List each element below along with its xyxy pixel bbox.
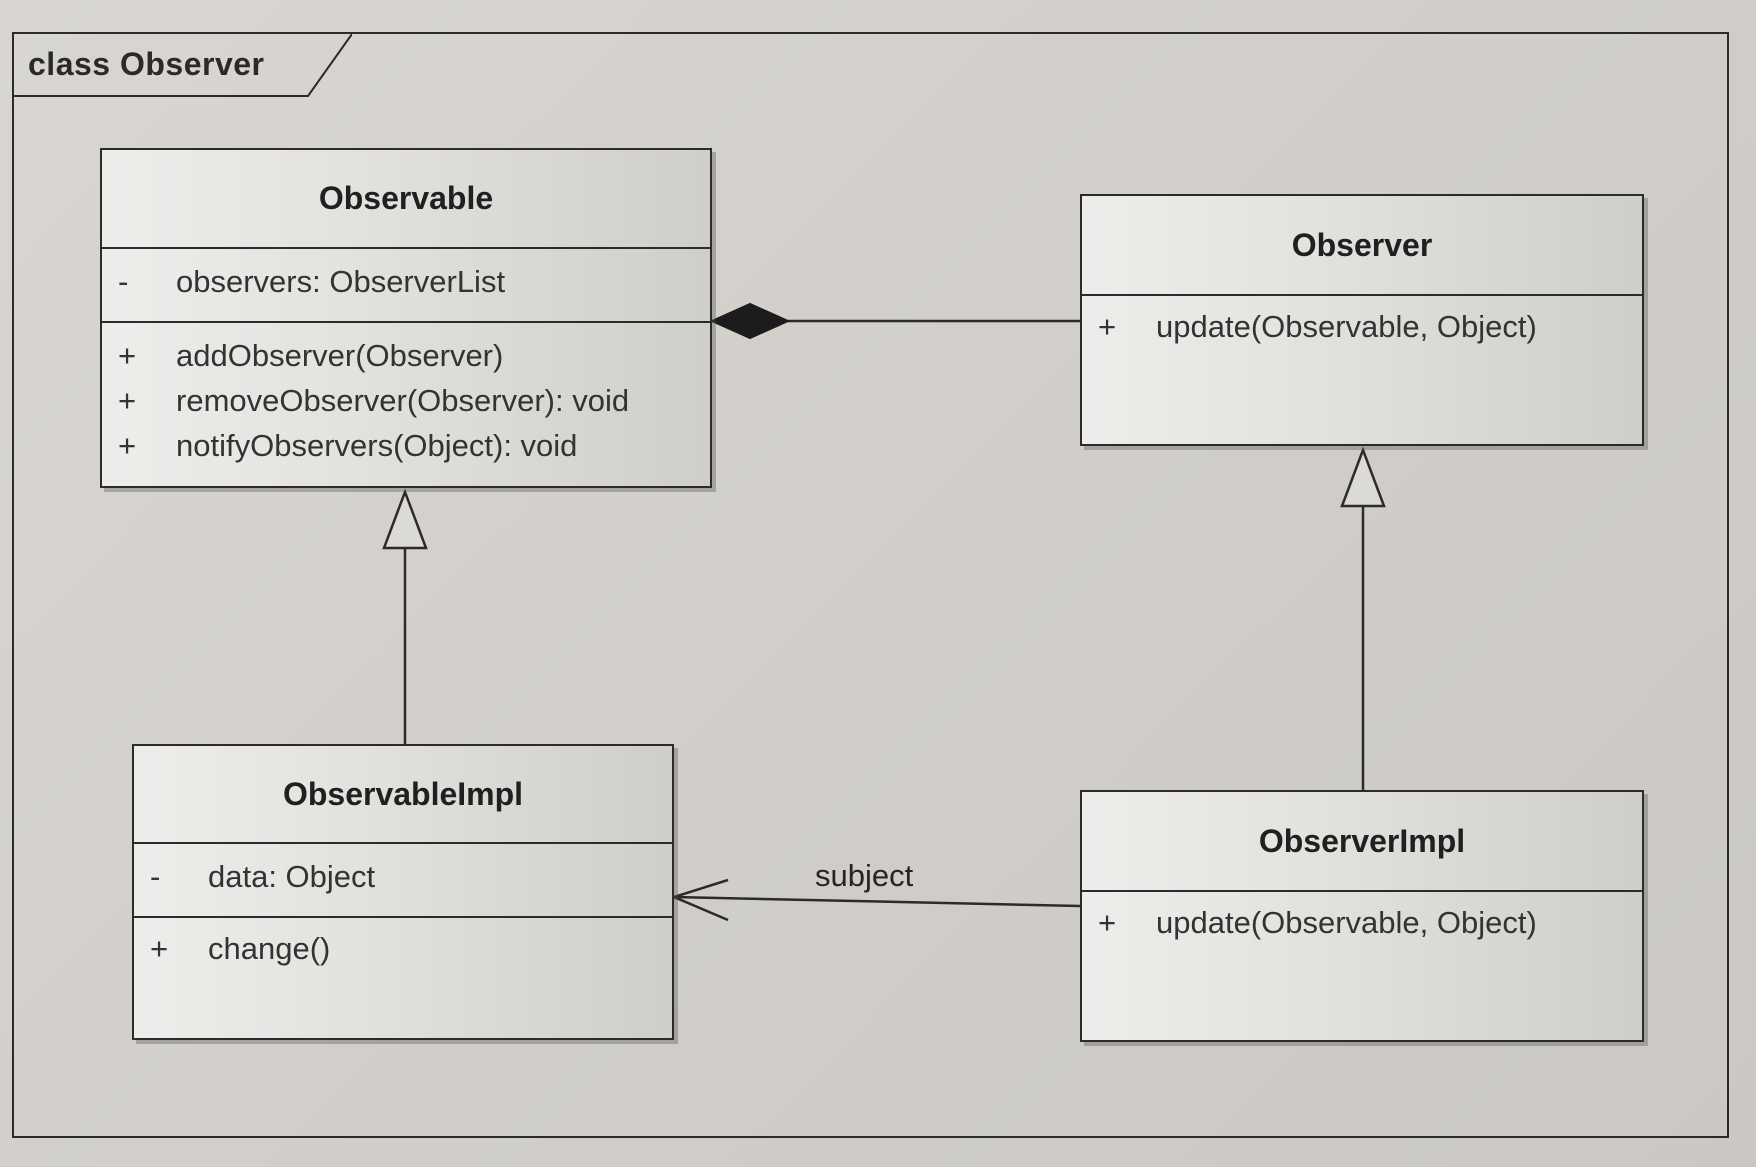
operation: + change() [134,926,672,971]
association-arrowhead [670,878,729,922]
frame-title: class Observer [28,46,265,82]
class-observable-impl: ObservableImpl - data: Object + change() [132,744,674,1040]
attribute: - observers: ObserverList [102,259,710,304]
visibility-marker: + [150,930,169,966]
composition-diamond [709,302,791,340]
visibility-marker: + [118,337,137,373]
class-observer-impl: ObserverImpl + update(Observable, Object… [1080,790,1644,1042]
attribute-text: observers: ObserverList [176,263,506,299]
operations-compartment: + addObserver(Observer) + removeObserver… [102,323,710,474]
operation: + removeObserver(Observer): void [102,378,710,423]
visibility-marker: + [118,382,137,418]
generalization-arrowhead-observable [382,488,428,550]
class-name: Observer [1082,196,1642,296]
frame-tag: class Observer [12,32,352,98]
operation-text: update(Observable, Object) [1156,308,1537,344]
operation-text: removeObserver(Observer): void [176,382,630,418]
operation: + notifyObservers(Object): void [102,423,710,468]
operation-text: notifyObservers(Object): void [176,427,578,463]
operation: + update(Observable, Object) [1082,900,1642,945]
attribute-text: data: Object [208,858,376,894]
class-name: ObservableImpl [134,746,672,844]
operations-compartment: + update(Observable, Object) [1082,892,1642,951]
attribute: - data: Object [134,854,672,899]
visibility-marker: + [1098,308,1117,344]
attributes-compartment: - data: Object [134,844,672,918]
class-observer: Observer + update(Observable, Object) [1080,194,1644,446]
operation-text: addObserver(Observer) [176,337,504,373]
visibility-marker: - [150,858,161,894]
operation-text: update(Observable, Object) [1156,904,1537,940]
frame-tag-shape [12,33,352,97]
operations-compartment: + update(Observable, Object) [1082,296,1642,355]
operation: + addObserver(Observer) [102,333,710,378]
association-line [673,895,1081,908]
class-name: Observable [102,150,710,249]
diagram-frame [12,32,1729,1138]
visibility-marker: - [118,263,129,299]
operation: + update(Observable, Object) [1082,304,1642,349]
attributes-compartment: - observers: ObserverList [102,249,710,323]
class-name: ObserverImpl [1082,792,1642,892]
association-label: subject [815,858,914,893]
visibility-marker: + [1098,904,1117,940]
operations-compartment: + change() [134,918,672,977]
visibility-marker: + [118,427,137,463]
generalization-arrowhead-observer [1340,446,1386,508]
operation-text: change() [208,930,331,966]
class-observable: Observable - observers: ObserverList + a… [100,148,712,488]
